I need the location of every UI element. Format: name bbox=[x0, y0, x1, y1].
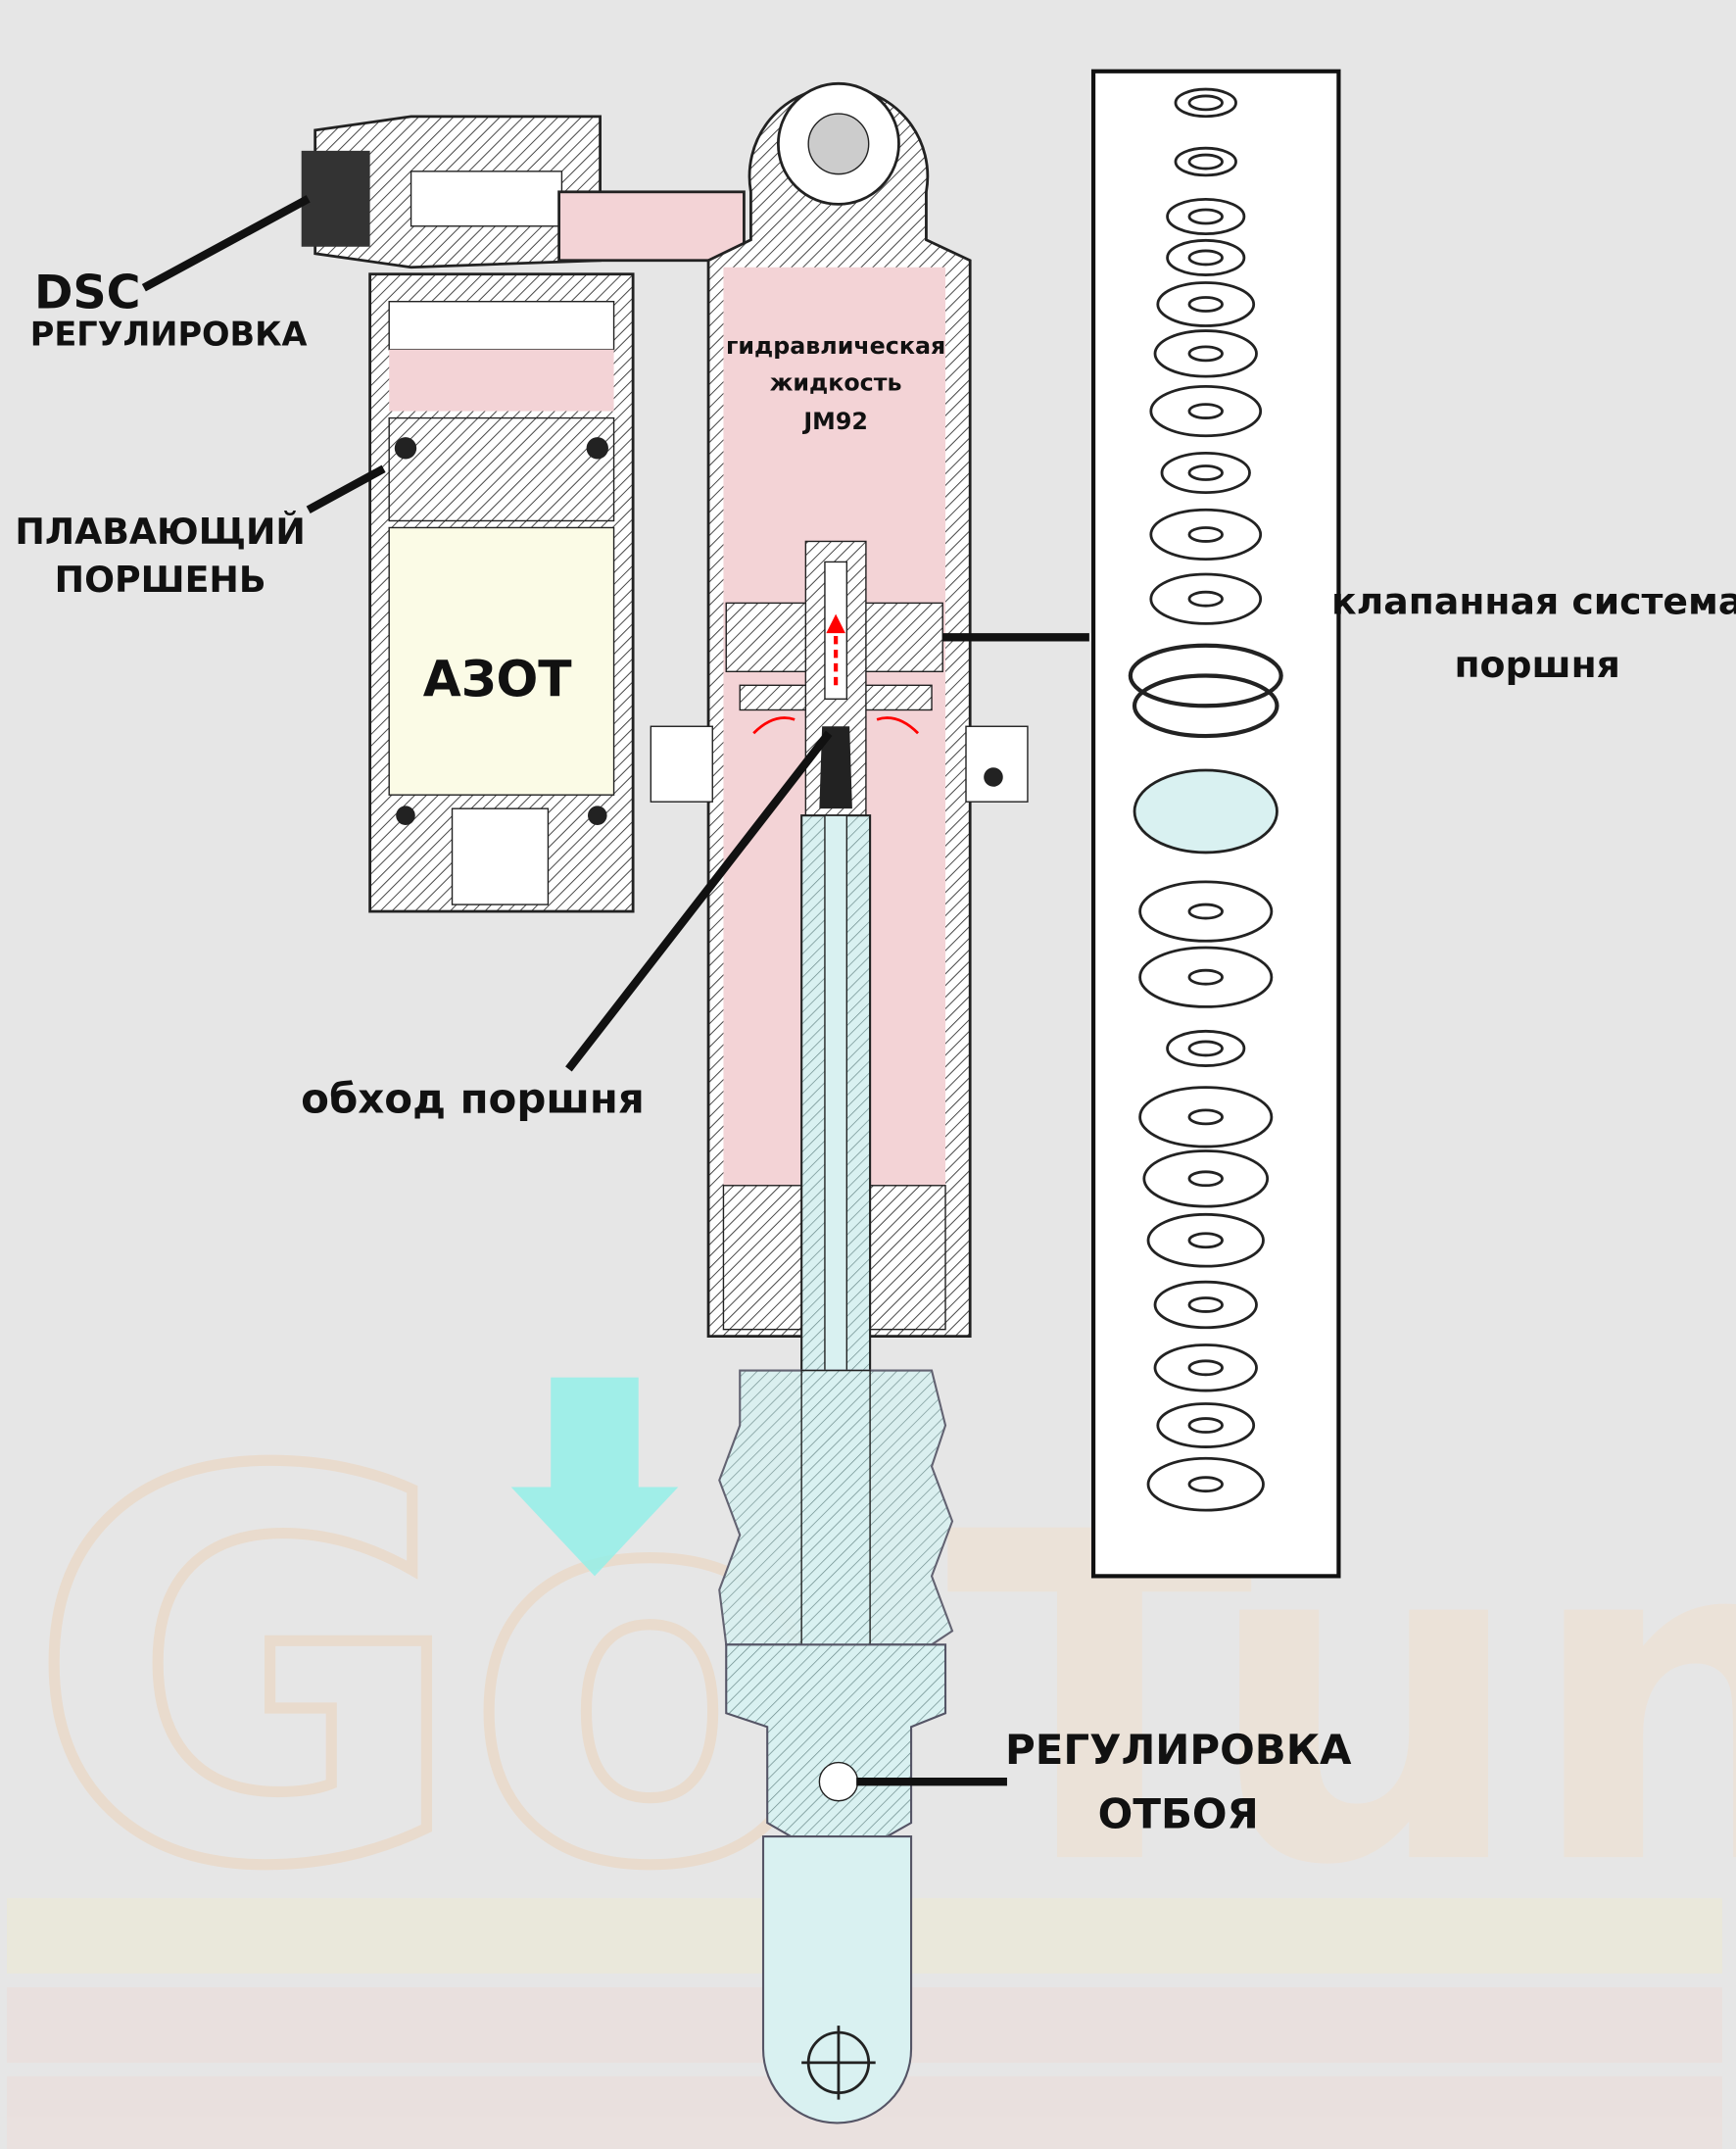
valve-shim bbox=[1138, 1086, 1274, 1148]
shim-hole bbox=[1187, 526, 1224, 543]
reservoir bbox=[368, 272, 635, 913]
valve-shim bbox=[1149, 572, 1263, 625]
compression-arrow-icon bbox=[510, 1377, 679, 1577]
reservoir-fluid bbox=[389, 349, 614, 412]
shim-hole bbox=[1187, 590, 1224, 608]
valve-label-2: поршня bbox=[1454, 643, 1619, 686]
leader-floating-piston bbox=[306, 464, 386, 513]
valve-shim bbox=[1174, 87, 1237, 119]
shim-hole bbox=[1187, 1296, 1224, 1313]
valve-label-1: клапанная система bbox=[1331, 580, 1736, 623]
shim-hole bbox=[1187, 153, 1224, 171]
valve-shim bbox=[1153, 1343, 1258, 1392]
rebound-label-1: РЕГУЛИРОВКА bbox=[1005, 1726, 1352, 1774]
piston-ring bbox=[1132, 673, 1279, 739]
valve-shim bbox=[1166, 238, 1246, 276]
shim-hole bbox=[1187, 403, 1224, 419]
shim-hole bbox=[1187, 296, 1224, 313]
valve-shim bbox=[1153, 329, 1258, 378]
fluid-label-3: JM92 bbox=[801, 408, 868, 435]
valve-shim bbox=[1153, 1280, 1258, 1330]
valve-shim bbox=[1160, 451, 1251, 495]
fluid-label-2: жидкость bbox=[770, 369, 902, 397]
shim-hole bbox=[1187, 94, 1224, 112]
valve-shim bbox=[1149, 385, 1263, 438]
piston-body bbox=[1133, 768, 1278, 855]
shim-hole bbox=[1187, 1232, 1224, 1249]
shim-hole bbox=[1187, 1359, 1224, 1377]
valve-shim-stack bbox=[1128, 87, 1283, 1512]
valve-shim bbox=[1146, 1212, 1265, 1268]
bypass-label: обход поршня bbox=[301, 1075, 645, 1123]
rebound-label-2: ОТБОЯ bbox=[1098, 1790, 1259, 1838]
valve-shim bbox=[1166, 197, 1246, 236]
shim-hole bbox=[1187, 903, 1224, 920]
valve-shim bbox=[1156, 281, 1256, 327]
shim-hole bbox=[1187, 1108, 1224, 1126]
valve-shim bbox=[1156, 1402, 1256, 1448]
lower-clevis bbox=[725, 1643, 947, 2125]
valve-shim bbox=[1138, 880, 1274, 943]
fluid-label-1: гидравлическая bbox=[726, 332, 945, 360]
rebound-adjuster bbox=[818, 1761, 859, 1802]
shim-hole bbox=[1187, 249, 1224, 267]
shock-body bbox=[650, 81, 1029, 1776]
dsc-adjuster bbox=[301, 115, 602, 269]
shim-hole bbox=[1187, 208, 1224, 225]
valve-shim bbox=[1166, 1029, 1246, 1067]
shim-hole bbox=[1187, 345, 1224, 363]
shim-hole bbox=[1187, 968, 1224, 986]
shim-hole bbox=[1187, 1040, 1224, 1057]
piston-ring bbox=[1128, 643, 1283, 708]
hose bbox=[557, 190, 746, 263]
shim-hole bbox=[1187, 464, 1224, 481]
shim-hole bbox=[1187, 1476, 1224, 1493]
dsc-sub-label: РЕГУЛИРОВКА bbox=[30, 315, 308, 353]
valve-shim bbox=[1142, 1149, 1270, 1208]
floating-piston-label-2: ПОРШЕНЬ bbox=[55, 559, 266, 601]
dsc-label: DSC bbox=[34, 267, 141, 320]
valve-shim bbox=[1174, 146, 1237, 177]
watermark-go: Go bbox=[27, 1361, 833, 1983]
valve-shim bbox=[1138, 946, 1274, 1008]
leader-lines bbox=[141, 195, 1089, 1786]
shim-hole bbox=[1187, 1170, 1224, 1188]
nitrogen-label: АЗОТ bbox=[423, 650, 572, 708]
floating-piston-label-1: ПЛАВАЮЩИЙ bbox=[15, 511, 305, 553]
floating-piston bbox=[388, 416, 615, 522]
leader-bypass bbox=[565, 730, 833, 1072]
valve-shim bbox=[1149, 508, 1263, 562]
valve-shim bbox=[1146, 1456, 1265, 1512]
leader-dsc bbox=[141, 195, 311, 292]
shim-hole bbox=[1187, 1417, 1224, 1434]
nitrogen-chamber bbox=[388, 526, 615, 796]
